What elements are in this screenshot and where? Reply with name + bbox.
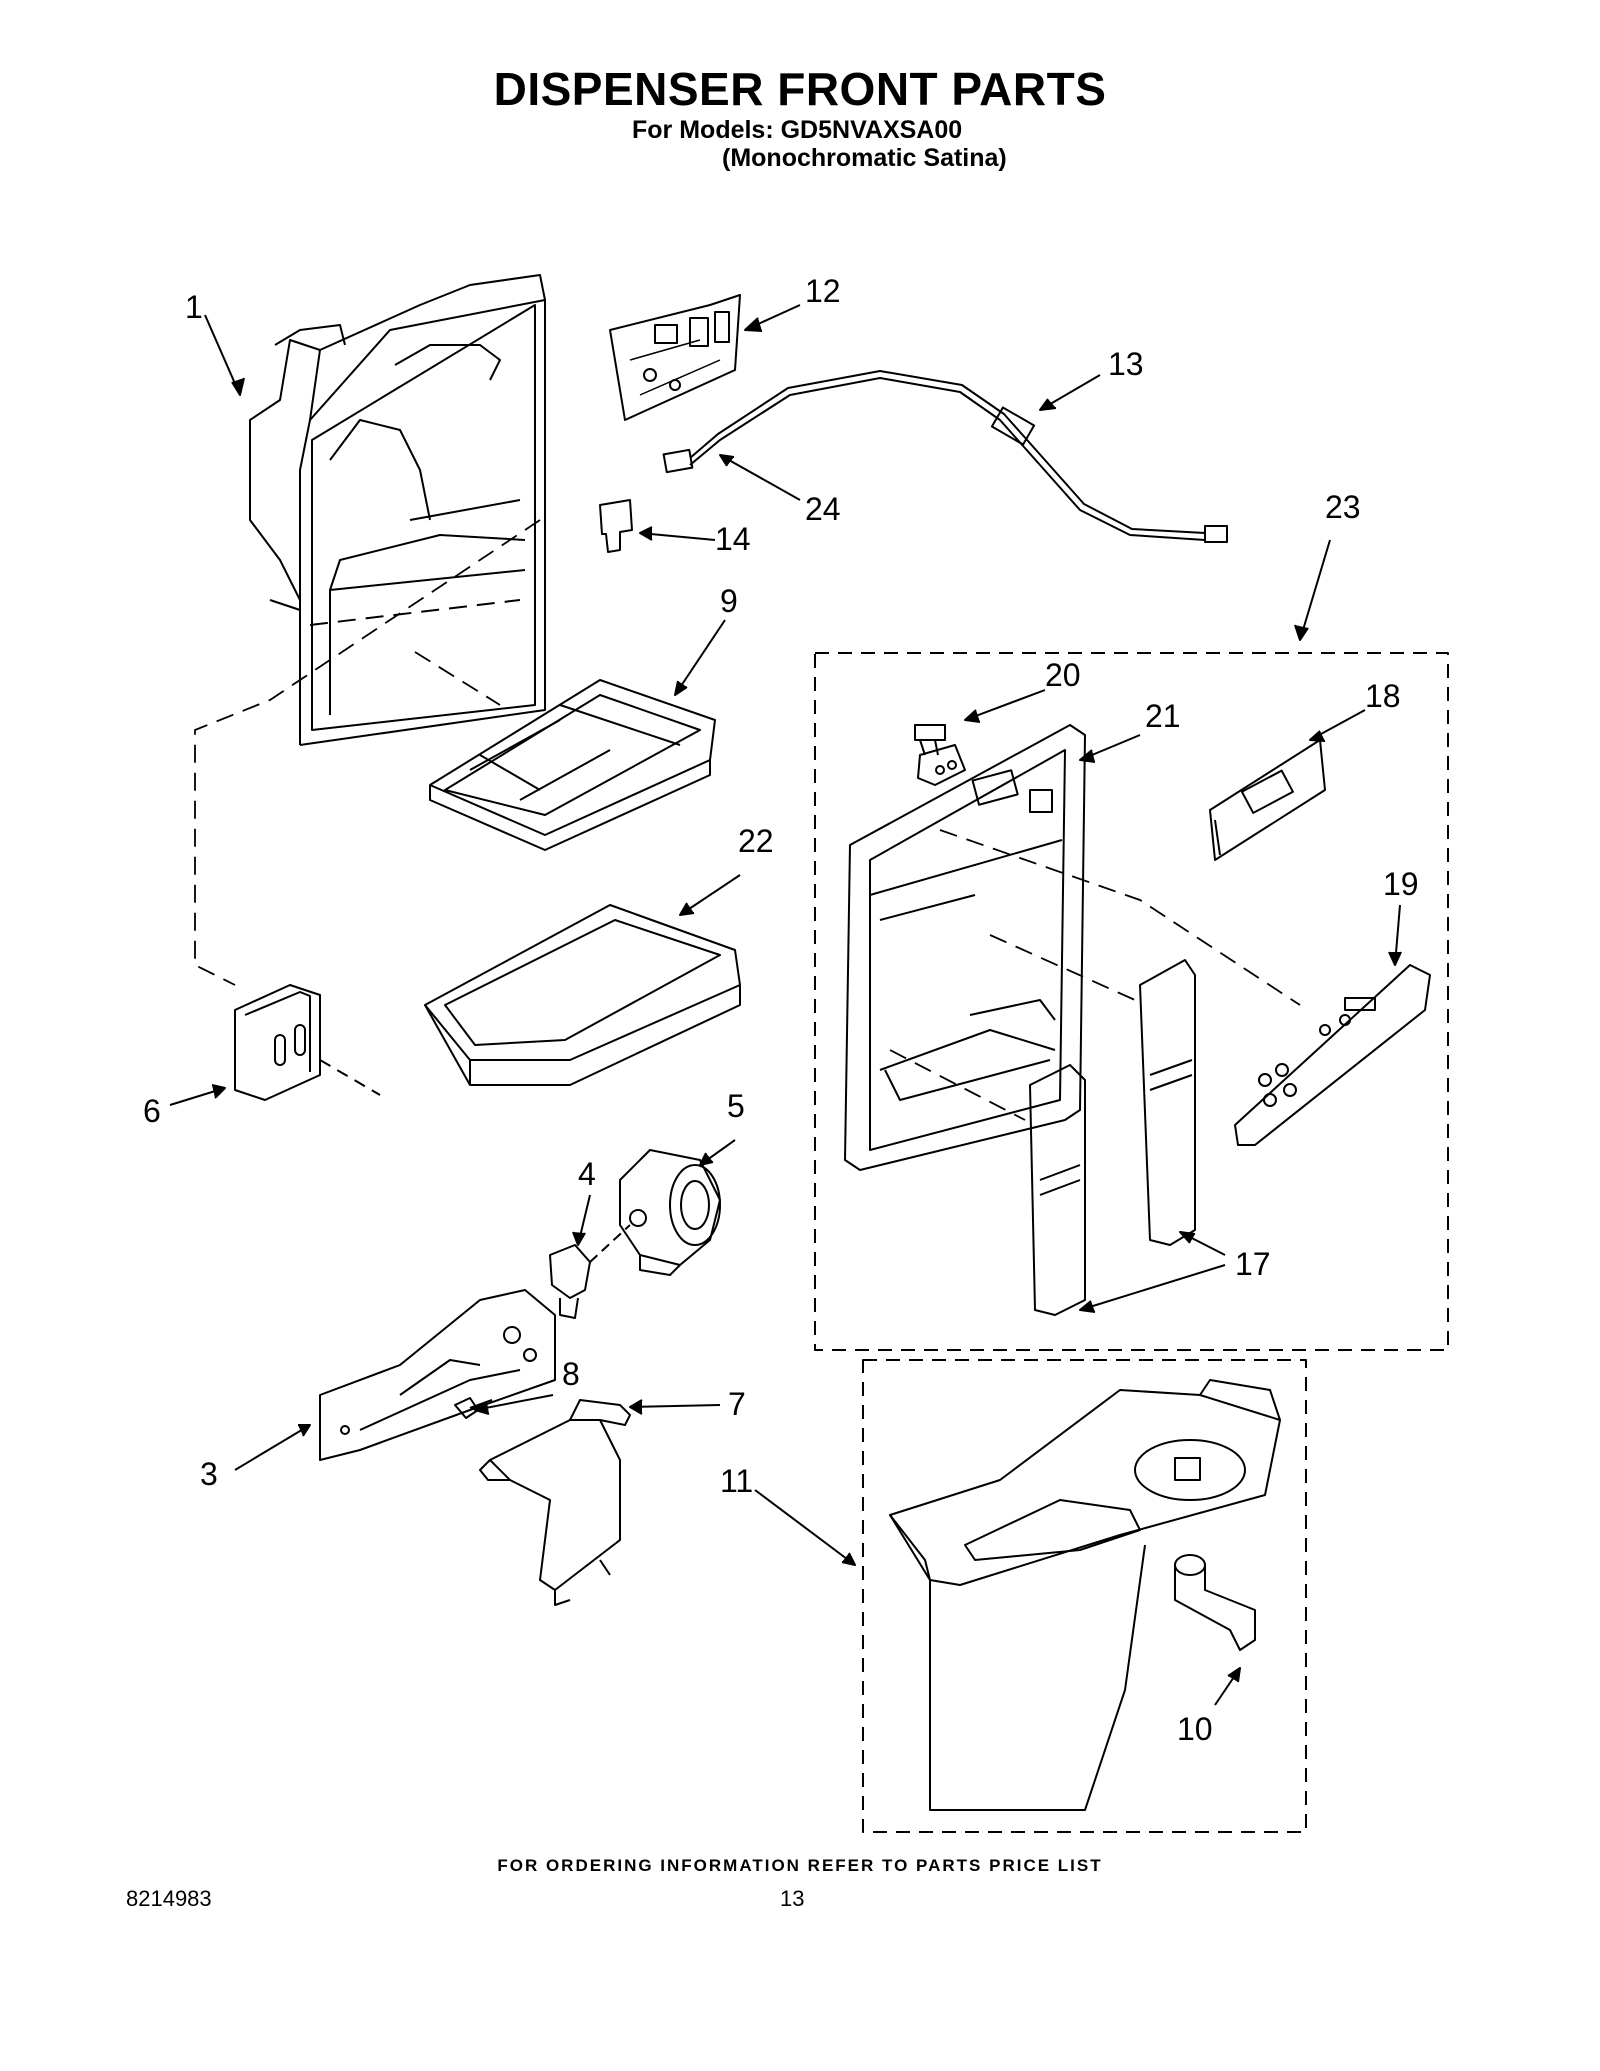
part-12-control-board (609, 294, 741, 421)
callout-14: 14 (715, 521, 751, 557)
part-10-elbow (1174, 1554, 1256, 1651)
part-17-pads (1029, 959, 1196, 1316)
part-11-group-box (862, 1359, 1307, 1833)
explosion-lines (194, 519, 1301, 1121)
page-number: 13 (780, 1886, 805, 1911)
part-3-actuator-housing (319, 1289, 556, 1461)
part-9-shelf (429, 679, 716, 851)
part-1-dispenser-housing (249, 274, 546, 746)
callout-10: 10 (1177, 1711, 1213, 1747)
callout-7: 7 (728, 1386, 746, 1422)
callout-23: 23 (1325, 489, 1361, 525)
callout-18: 18 (1365, 678, 1401, 714)
finish-line: (Monochromatic Satina) (722, 144, 1007, 172)
callout-13: 13 (1108, 346, 1144, 382)
callout-5: 5 (727, 1088, 745, 1124)
leader-arrows (169, 304, 1402, 1706)
part-6-cap (234, 984, 381, 1101)
models-line: For Models: GD5NVAXSA00 (632, 116, 963, 144)
part-18-circuit-board (1209, 739, 1326, 861)
callout-17: 17 (1235, 1246, 1271, 1282)
callout-6: 6 (143, 1093, 161, 1129)
part-7-lever-arm (479, 1399, 631, 1606)
callout-numbers: 1 12 13 24 14 23 9 20 21 18 22 19 6 5 4 … (143, 273, 1419, 1747)
part-5-motor (619, 1149, 721, 1276)
callout-8: 8 (562, 1356, 580, 1392)
part-23-group-box (814, 652, 1449, 1351)
callout-19: 19 (1383, 866, 1419, 902)
part-21-dispenser-front (844, 724, 1086, 1171)
callout-22: 22 (738, 823, 774, 859)
part-4-cam (549, 1224, 631, 1319)
callout-3: 3 (200, 1456, 218, 1492)
ordering-note: FOR ORDERING INFORMATION REFER TO PARTS … (497, 1856, 1103, 1875)
callout-9: 9 (720, 583, 738, 619)
part-14-bracket (599, 499, 633, 553)
callout-24: 24 (805, 491, 841, 527)
part-11-ice-chute (889, 1379, 1281, 1811)
callout-1: 1 (185, 289, 203, 325)
callout-4: 4 (578, 1156, 596, 1192)
callout-20: 20 (1045, 657, 1081, 693)
callout-21: 21 (1145, 698, 1181, 734)
part-20-switch (914, 724, 966, 786)
part-19-control-panel (1234, 964, 1431, 1146)
part-22-drip-tray (424, 904, 741, 1086)
page-title: DISPENSER FRONT PARTS (493, 63, 1107, 115)
part-13-wire-harness (662, 370, 1228, 543)
document-number: 8214983 (126, 1886, 212, 1911)
callout-12: 12 (805, 273, 841, 309)
callout-11: 11 (720, 1463, 753, 1499)
